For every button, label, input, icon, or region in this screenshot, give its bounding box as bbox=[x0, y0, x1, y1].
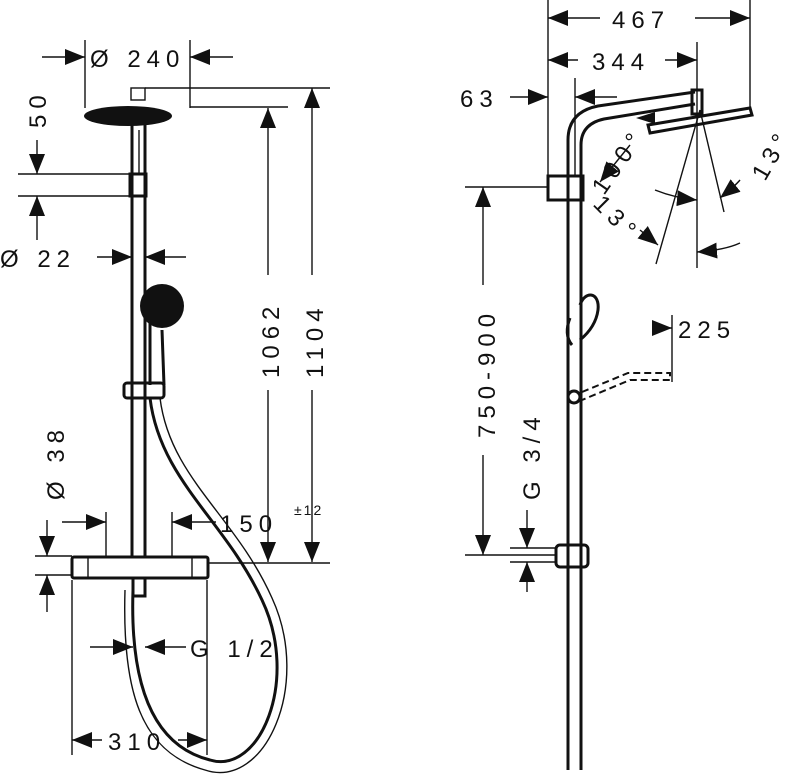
shower-holder bbox=[122, 381, 166, 400]
dim-total-projection: 467 bbox=[612, 7, 670, 34]
dim-tilt-angle-a: 13° bbox=[588, 190, 645, 247]
handshower-extended-outline bbox=[581, 372, 671, 401]
dim-inlet-thread: G 1/2 bbox=[190, 636, 279, 663]
dim-mount-height: 750-900 bbox=[474, 308, 501, 438]
dim-wall-distance: 63 bbox=[460, 86, 499, 113]
hose bbox=[123, 397, 288, 773]
dim-tolerance: ±12 bbox=[294, 502, 323, 518]
hand-shower bbox=[140, 284, 184, 386]
dim-swivel-angle: 100° bbox=[587, 124, 651, 200]
dim-arm-projection: 344 bbox=[592, 49, 650, 76]
shower-rail bbox=[130, 124, 147, 556]
dim-outlet-thread: G 3/4 bbox=[519, 411, 546, 500]
dim-tilt-angle-b: 13° bbox=[747, 124, 785, 185]
dim-total-height: 1104 bbox=[302, 302, 329, 378]
thermostat bbox=[70, 555, 210, 598]
dim-thermostat-width: 310 bbox=[108, 729, 166, 756]
slider-knob bbox=[566, 389, 582, 405]
overhead-shower-head bbox=[84, 87, 172, 126]
front-view: Ø 240 1062 1104 50 Ø 22 Ø 38 150 ±12 bbox=[0, 40, 330, 773]
outlet-elbow bbox=[554, 543, 590, 569]
dim-handshower-reach: 225 bbox=[678, 317, 736, 344]
hand-shower-side bbox=[565, 293, 600, 346]
dim-clamp-offset: 50 bbox=[25, 89, 52, 128]
dim-rail-diameter: Ø 22 bbox=[0, 246, 76, 273]
dim-head-height: 1062 bbox=[258, 301, 285, 378]
dim-connection-spacing: 150 bbox=[220, 511, 278, 538]
dim-thermostat-diameter: Ø 38 bbox=[43, 424, 70, 500]
rail-clamp bbox=[128, 172, 148, 198]
dim-head-diameter: Ø 240 bbox=[90, 46, 185, 73]
wall-bracket bbox=[546, 174, 585, 202]
side-view: 467 344 63 750-900 G 3/4 225 bbox=[460, 0, 785, 770]
